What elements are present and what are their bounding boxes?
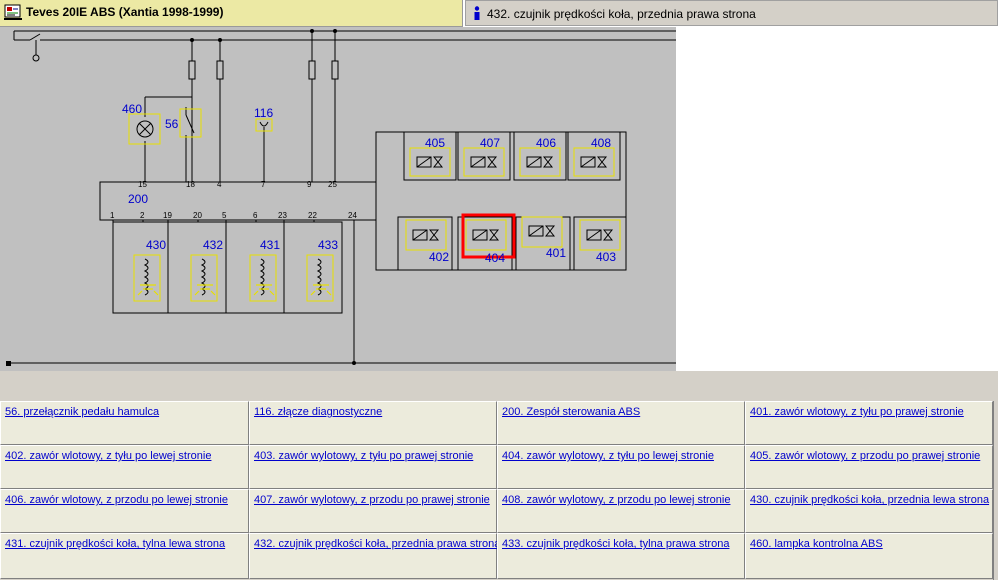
legend-link[interactable]: 430. czujnik prędkości koła, przednia le… <box>750 494 990 506</box>
pin-bottom: 23 <box>278 211 287 220</box>
label-402[interactable]: 402 <box>429 250 449 264</box>
legend-link[interactable]: 408. zawór wylotowy, z przodu po lewej s… <box>502 494 731 506</box>
label-56[interactable]: 56 <box>165 117 179 131</box>
info-tab-title: 432. czujnik prędkości koła, przednia pr… <box>487 7 756 21</box>
legend-link[interactable]: 432. czujnik prędkości koła, przednia pr… <box>254 538 501 550</box>
label-116[interactable]: 116 <box>254 106 273 120</box>
legend-link[interactable]: 431. czujnik prędkości koła, tylna lewa … <box>5 538 226 550</box>
legend-link[interactable]: 403. zawór wylotowy, z tyłu po prawej st… <box>254 450 474 462</box>
legend-link[interactable]: 460. lampka kontrolna ABS <box>750 538 883 550</box>
legend-scrollbar[interactable] <box>993 401 998 580</box>
legend-cell: 56. przełącznik pedału hamulca <box>0 401 249 445</box>
pin-bottom: 5 <box>222 211 227 220</box>
legend-link[interactable]: 433. czujnik prędkości koła, tylna prawa… <box>502 538 730 550</box>
legend-link[interactable]: 401. zawór wlotowy, z tyłu po prawej str… <box>750 406 964 418</box>
pin-top: 25 <box>328 180 337 189</box>
legend-cell: 200. Zespół sterowania ABS <box>497 401 745 445</box>
pin-bottom: 2 <box>140 211 145 220</box>
label-406[interactable]: 406 <box>536 136 556 150</box>
pin-top: 7 <box>261 180 266 189</box>
label-408[interactable]: 408 <box>591 136 611 150</box>
label-460[interactable]: 460 <box>122 102 142 116</box>
legend-cell: 407. zawór wylotowy, z przodu po prawej … <box>249 489 497 533</box>
pin-top: 4 <box>217 180 222 189</box>
diagram-title: Teves 20IE ABS (Xantia 1998-1999) <box>26 5 224 19</box>
label-200[interactable]: 200 <box>128 192 148 206</box>
label-432[interactable]: 432 <box>203 238 223 252</box>
legend-link[interactable]: 200. Zespół sterowania ABS <box>502 406 641 418</box>
legend-link[interactable]: 56. przełącznik pedału hamulca <box>5 406 160 418</box>
legend-link[interactable]: 402. zawór wlotowy, z tyłu po lewej stro… <box>5 450 212 462</box>
legend-link[interactable]: 405. zawór wlotowy, z przodu po prawej s… <box>750 450 981 462</box>
empty-panel <box>676 27 998 371</box>
legend-cell: 432. czujnik prędkości koła, przednia pr… <box>249 533 501 579</box>
legend-cell: 408. zawór wylotowy, z przodu po lewej s… <box>497 489 745 533</box>
label-401[interactable]: 401 <box>546 246 566 260</box>
diagram-tab[interactable]: Teves 20IE ABS (Xantia 1998-1999) <box>0 0 463 27</box>
pin-bottom: 24 <box>348 211 357 220</box>
pin-bottom: 20 <box>193 211 202 220</box>
info-tab[interactable]: 432. czujnik prędkości koła, przednia pr… <box>465 0 998 26</box>
legend-link[interactable]: 404. zawór wylotowy, z tyłu po lewej str… <box>502 450 714 462</box>
label-403[interactable]: 403 <box>596 250 616 264</box>
legend-cell: 460. lampka kontrolna ABS <box>745 533 993 579</box>
splitter[interactable] <box>0 371 998 401</box>
legend-cell: 402. zawór wlotowy, z tyłu po lewej stro… <box>0 445 249 489</box>
legend-link[interactable]: 407. zawór wylotowy, z przodu po prawej … <box>254 494 490 506</box>
legend-cell: 405. zawór wlotowy, z przodu po prawej s… <box>745 445 993 489</box>
diagram-icon <box>4 4 22 20</box>
label-431[interactable]: 431 <box>260 238 280 252</box>
legend-cell: 403. zawór wylotowy, z tyłu po prawej st… <box>249 445 497 489</box>
legend-cell: 433. czujnik prędkości koła, tylna prawa… <box>497 533 745 579</box>
legend-cell: 431. czujnik prędkości koła, tylna lewa … <box>0 533 249 579</box>
pin-bottom: 6 <box>253 211 258 220</box>
legend-link[interactable]: 116. złącze diagnostyczne <box>254 406 383 418</box>
pin-bottom: 1 <box>110 211 115 220</box>
pin-top: 15 <box>138 180 147 189</box>
pin-bottom: 19 <box>163 211 172 220</box>
wiring-diagram: 460 56 116 200 430 432 431 433 405 407 4… <box>0 27 676 371</box>
pin-bottom: 22 <box>308 211 317 220</box>
legend-cell: 406. zawór wlotowy, z przodu po lewej st… <box>0 489 249 533</box>
pin-top: 9 <box>307 180 312 189</box>
legend-cell: 430. czujnik prędkości koła, przednia le… <box>745 489 993 533</box>
label-430[interactable]: 430 <box>146 238 166 252</box>
legend-cell: 401. zawór wlotowy, z tyłu po prawej str… <box>745 401 993 445</box>
legend-cell: 116. złącze diagnostyczne <box>249 401 497 445</box>
highlight-404 <box>461 213 516 259</box>
legend-cell: 404. zawór wylotowy, z tyłu po lewej str… <box>497 445 745 489</box>
info-icon <box>474 6 480 20</box>
label-405[interactable]: 405 <box>425 136 445 150</box>
label-433[interactable]: 433 <box>318 238 338 252</box>
label-407[interactable]: 407 <box>480 136 500 150</box>
legend-link[interactable]: 406. zawór wlotowy, z przodu po lewej st… <box>5 494 228 506</box>
pin-top: 18 <box>186 180 195 189</box>
label-404[interactable]: 404 <box>485 251 505 265</box>
